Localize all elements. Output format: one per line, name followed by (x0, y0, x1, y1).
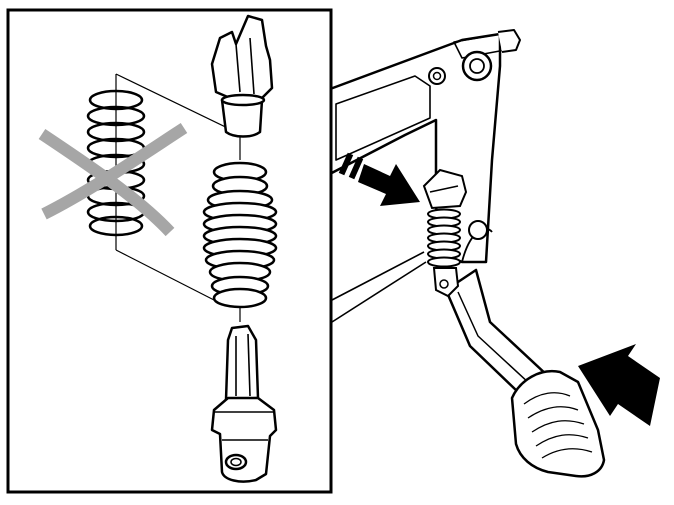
spring-location-arrow (338, 152, 420, 206)
spring-upper-cap (210, 14, 274, 138)
spring-guide-rod (210, 324, 278, 483)
pedal-pad (510, 369, 606, 478)
inset-frame (6, 8, 333, 494)
cross-out-mark (38, 122, 188, 237)
inset-leader-lines (331, 251, 427, 323)
pedal-mounting-bracket (320, 29, 521, 264)
pedal-press-arrow (578, 344, 660, 426)
installed-return-spring (422, 168, 468, 298)
new-return-spring (202, 161, 278, 309)
